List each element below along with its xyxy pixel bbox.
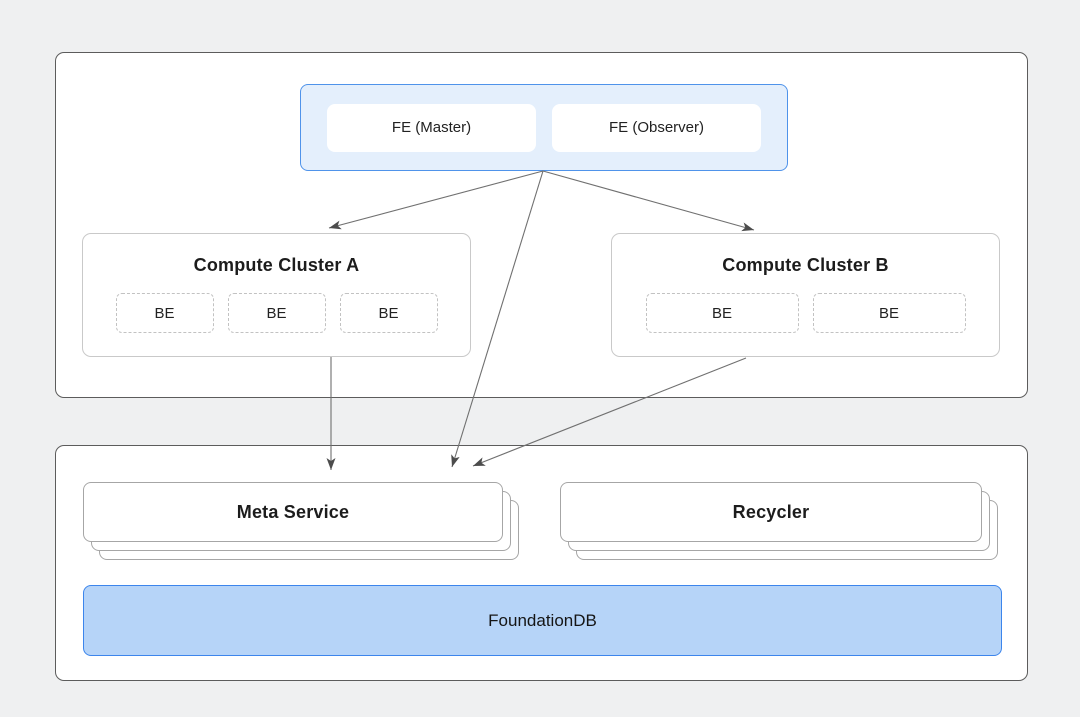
foundationdb-node: FoundationDB <box>83 585 1002 656</box>
meta-service-label: Meta Service <box>236 501 350 522</box>
cluster-b-title: Compute Cluster B <box>722 255 889 275</box>
recycler-stack: Recycler <box>560 482 998 560</box>
fe-master-label: FE (Master) <box>391 119 472 136</box>
foundationdb-label: FoundationDB <box>488 610 597 630</box>
compute-cluster-a: Compute Cluster A BE BE BE <box>82 233 471 357</box>
cluster-b-be-row: BE BE <box>612 293 999 333</box>
be-node: BE <box>115 293 214 333</box>
recycler-label: Recycler <box>732 501 810 522</box>
fe-observer-node: FE (Observer) <box>552 103 761 152</box>
meta-service-stack: Meta Service <box>83 482 519 560</box>
be-node: BE <box>645 293 799 333</box>
recycler-node: Recycler <box>560 482 982 542</box>
be-node: BE <box>812 293 966 333</box>
storage-layer-container: Meta Service Recycler FoundationDB <box>55 445 1028 681</box>
fe-observer-label: FE (Observer) <box>608 119 704 136</box>
cluster-a-be-row: BE BE BE <box>83 293 470 333</box>
cluster-a-title: Compute Cluster A <box>193 255 360 275</box>
meta-service-node: Meta Service <box>83 482 503 542</box>
fe-master-node: FE (Master) <box>327 103 536 152</box>
compute-cluster-b: Compute Cluster B BE BE <box>611 233 1000 357</box>
fe-group: FE (Master) FE (Observer) <box>300 84 788 171</box>
be-node: BE <box>227 293 326 333</box>
compute-layer-container: FE (Master) FE (Observer) Compute Cluste… <box>55 52 1028 398</box>
be-node: BE <box>339 293 438 333</box>
